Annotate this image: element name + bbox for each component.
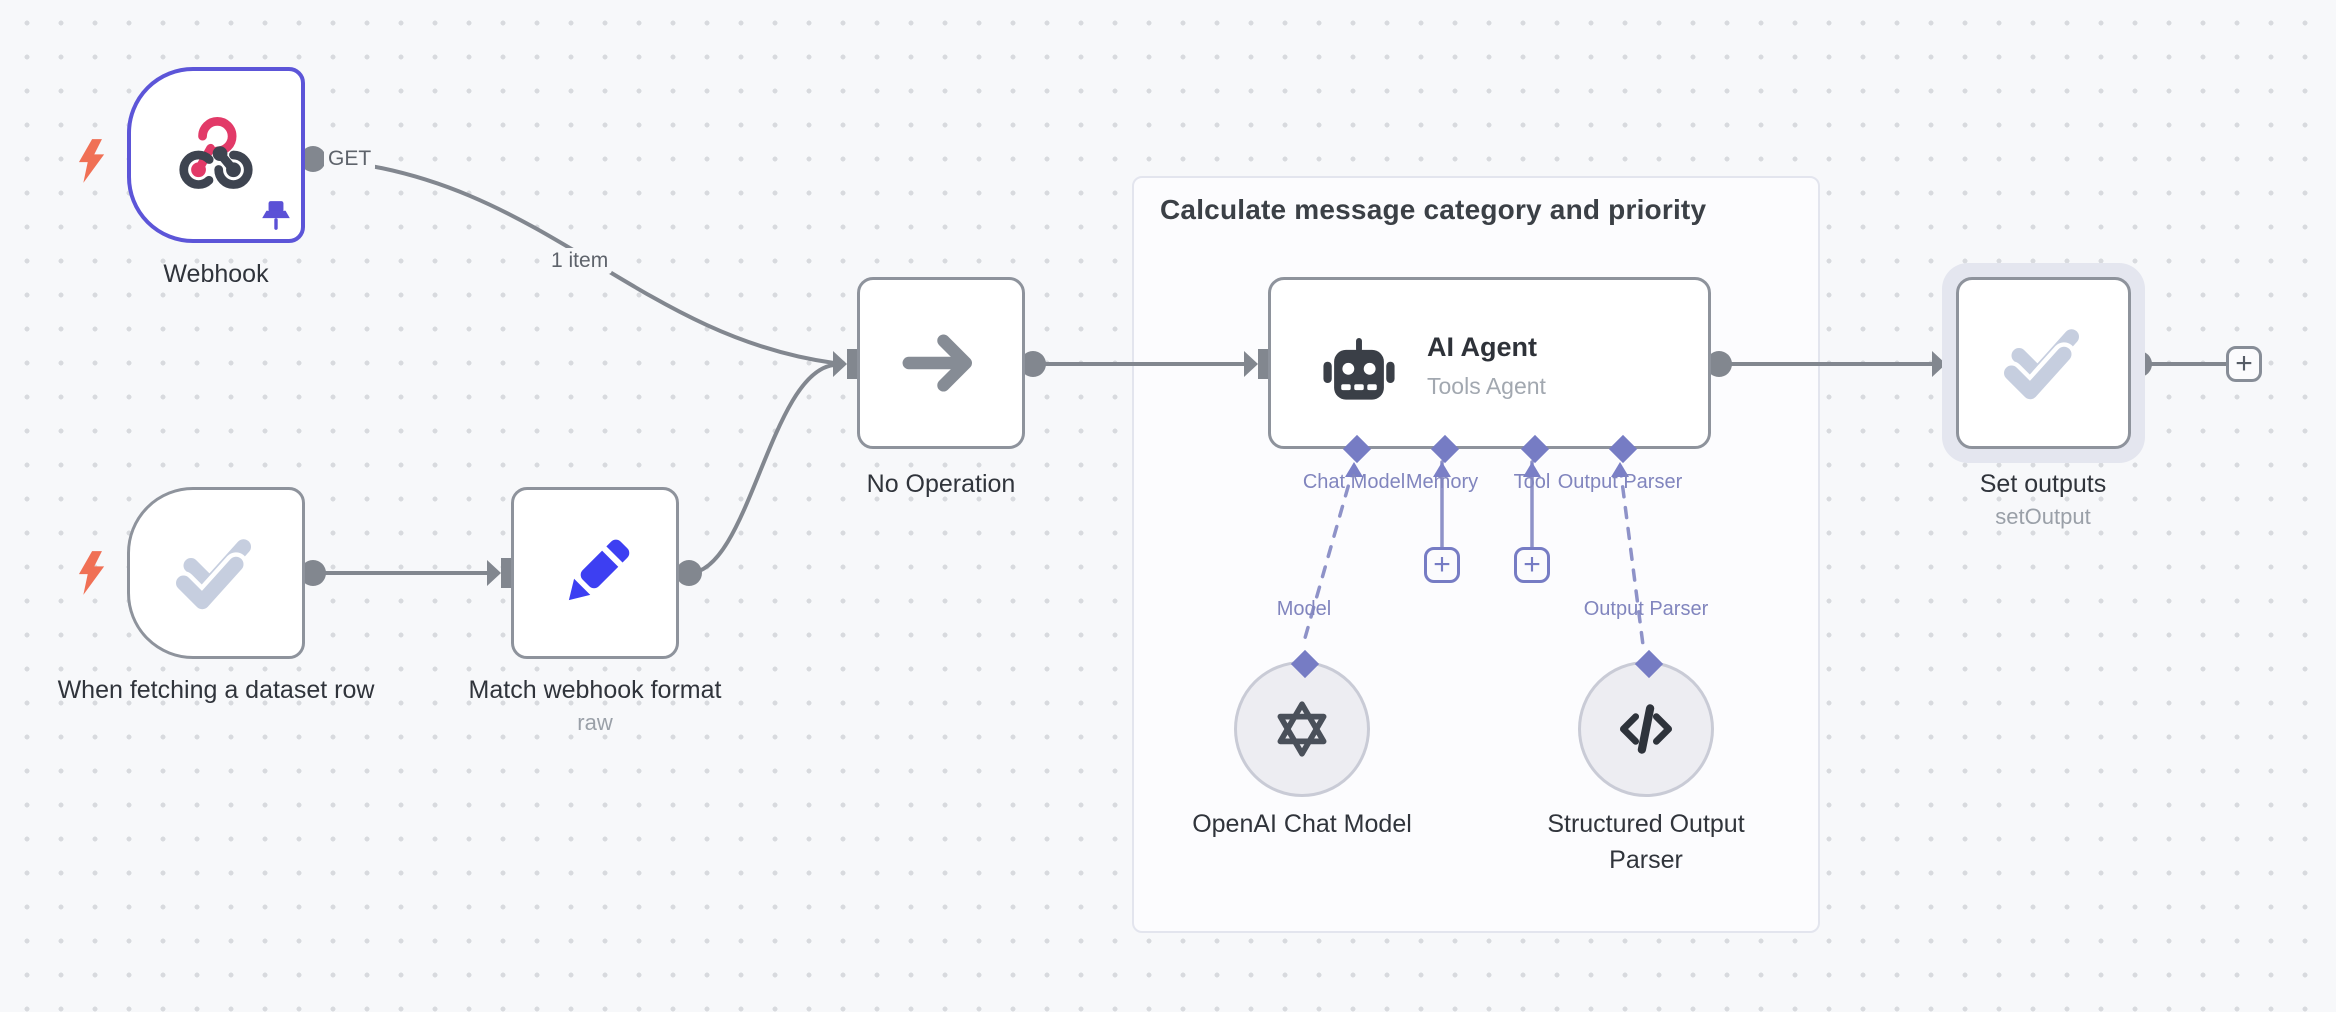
webhook-method-label: GET (324, 146, 376, 172)
lightning-bolt-icon (78, 551, 105, 595)
node-structured-output-parser[interactable] (1578, 649, 1714, 797)
output-endpoint-dot[interactable] (676, 560, 702, 586)
node-label-structured-output-parser: Structured Output Parser (1547, 810, 1745, 874)
sub-port-label-output-parser: Output Parser (1583, 598, 1709, 620)
pencil-icon (568, 539, 630, 601)
node-webhook[interactable] (127, 67, 305, 243)
input-endpoint-arrow (487, 560, 501, 586)
node-sublabel-set-outputs: setOutput (1995, 504, 2091, 529)
pin-icon (262, 201, 290, 230)
node-label-webhook: Webhook (163, 260, 269, 288)
wire-outputparser-dashed (1618, 464, 1645, 647)
double-check-icon (171, 539, 251, 614)
node-set-outputs[interactable] (1956, 277, 2131, 449)
node-ai-agent[interactable]: AI Agent Tools Agent (1268, 277, 1711, 464)
sub-port-label-model: Model (1276, 598, 1332, 620)
add-next-node-button[interactable]: + (2226, 346, 2262, 382)
port-label-chat-model: Chat Model (1302, 471, 1406, 493)
add-memory-button[interactable]: + (1424, 547, 1460, 583)
output-endpoint-dot[interactable] (300, 146, 326, 172)
webhook-icon (179, 117, 253, 189)
node-dataset-trigger[interactable] (127, 487, 305, 659)
double-check-icon (1999, 329, 2079, 404)
node-no-operation[interactable] (857, 277, 1025, 449)
wire-chatmodel-dashed (1301, 464, 1356, 647)
input-endpoint-arrow (1244, 351, 1258, 377)
lightning-bolt-icon (78, 139, 105, 183)
arrow-right-icon (902, 334, 973, 392)
node-openai-chat-model[interactable] (1234, 649, 1370, 797)
input-endpoint-arrow (1932, 351, 1946, 377)
output-endpoint-dot[interactable] (300, 560, 326, 586)
node-label-openai-chat-model: OpenAI Chat Model (1192, 810, 1412, 838)
robot-icon (1323, 338, 1395, 400)
openai-icon (1277, 701, 1327, 757)
node-match-webhook-format[interactable] (511, 487, 679, 659)
node-label-dataset-trigger: When fetching a dataset row (57, 676, 375, 704)
node-label-set-outputs: Set outputs (1979, 470, 2107, 498)
node-label-match-webhook-format: Match webhook format (468, 676, 722, 704)
ai-agent-text: AI Agent Tools Agent (1427, 332, 1546, 400)
output-endpoint-dot[interactable] (1020, 351, 1046, 377)
connection-items-label: 1 item (547, 248, 613, 274)
port-arrowheads (1345, 462, 1629, 477)
output-endpoint-dot[interactable] (1706, 351, 1732, 377)
input-endpoint-arrow (833, 351, 847, 377)
port-label-memory: Memory (1405, 471, 1479, 493)
port-label-tool: Tool (1513, 471, 1551, 493)
wire-match-to-noop (688, 363, 835, 575)
port-label-output-parser: Output Parser (1557, 471, 1683, 493)
group-title: Calculate message category and priority (1160, 194, 1707, 225)
ai-agent-title: AI Agent (1427, 332, 1537, 362)
node-label-no-operation: No Operation (866, 470, 1016, 498)
ai-agent-subtitle: Tools Agent (1427, 373, 1546, 399)
node-sublabel-match-webhook-format: raw (577, 710, 613, 735)
input-endpoints (487, 349, 1961, 588)
code-icon (1619, 704, 1673, 754)
add-tool-button[interactable]: + (1514, 547, 1550, 583)
